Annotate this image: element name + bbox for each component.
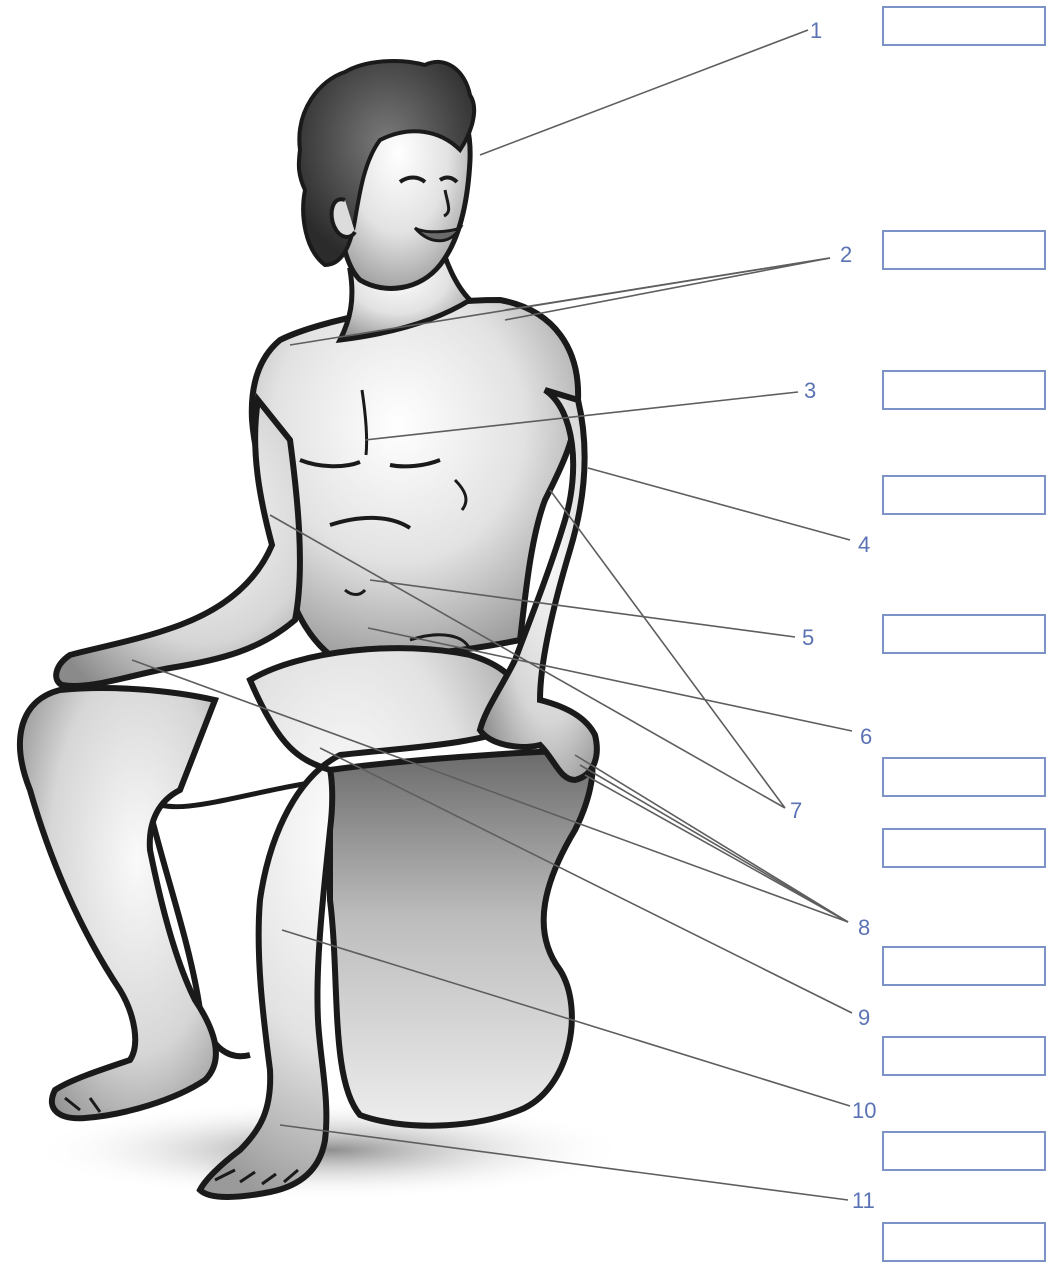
left-leg [20,688,216,1118]
answer-box-7[interactable] [882,828,1046,868]
answer-box-2[interactable] [882,230,1046,270]
leader-line-2 [505,258,830,320]
label-number-3: 3 [804,378,816,403]
leader-line-1 [480,30,808,155]
label-number-11: 11 [852,1188,875,1213]
answer-box-9[interactable] [882,1036,1046,1076]
leader-line-8 [575,755,848,922]
answer-box-4[interactable] [882,475,1046,515]
answer-box-6[interactable] [882,757,1046,797]
answer-box-1[interactable] [882,6,1046,46]
label-number-7: 7 [790,798,802,823]
label-number-2: 2 [840,242,852,267]
left-arm [56,400,300,686]
leader-line-2 [505,258,830,310]
label-number-10: 10 [852,1098,876,1123]
label-number-8: 8 [858,915,870,940]
answer-box-5[interactable] [882,614,1046,654]
label-number-4: 4 [858,532,870,557]
torso [252,300,578,656]
answer-box-3[interactable] [882,370,1046,410]
label-number-6: 6 [860,724,872,749]
answer-box-11[interactable] [882,1222,1046,1262]
leader-line-4 [588,468,850,540]
label-number-1: 1 [810,18,822,43]
seat [330,750,592,1126]
leader-line-8 [580,765,848,922]
label-number-9: 9 [858,1005,870,1030]
answer-box-8[interactable] [882,946,1046,986]
label-number-5: 5 [802,625,814,650]
answer-box-10[interactable] [882,1131,1046,1171]
